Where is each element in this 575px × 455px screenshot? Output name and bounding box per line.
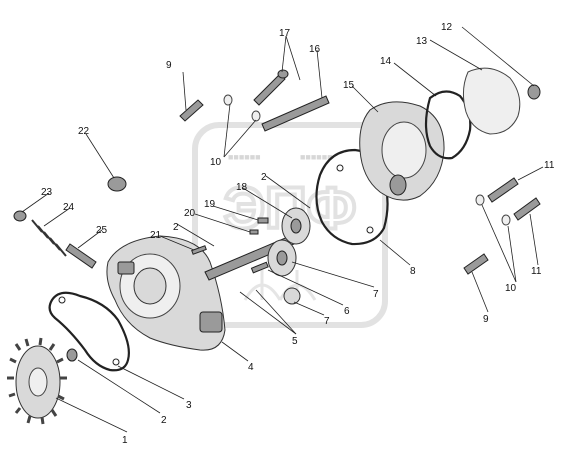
callout-5: 5 bbox=[292, 336, 298, 347]
part-10-washers-right bbox=[475, 194, 511, 226]
part-4-pump-housing bbox=[106, 235, 226, 351]
part-19-key bbox=[257, 217, 269, 224]
part-23-nut bbox=[13, 210, 27, 222]
callout-18: 18 bbox=[236, 182, 248, 193]
part-24-spring bbox=[31, 219, 67, 257]
callout-11-upper: 11 bbox=[544, 160, 555, 171]
part-15-pump-cover bbox=[359, 101, 445, 201]
watermark-caption-right: ■■■■■■ bbox=[300, 152, 333, 162]
callout-6: 6 bbox=[344, 306, 350, 317]
callout-22: 22 bbox=[78, 126, 90, 137]
part-14-gasket bbox=[424, 90, 472, 160]
part-7-gear-upper bbox=[267, 239, 297, 277]
part-6-pin bbox=[250, 261, 269, 274]
part-9-bolt-lower bbox=[463, 253, 489, 275]
callout-12: 12 bbox=[441, 22, 453, 33]
callout-24: 24 bbox=[63, 202, 75, 213]
part-8-gasket bbox=[315, 148, 389, 246]
callout-9-lower: 9 bbox=[483, 314, 489, 325]
callout-19: 19 bbox=[204, 199, 216, 210]
part-3-gasket bbox=[48, 291, 130, 372]
callout-10-upper: 10 bbox=[210, 157, 222, 168]
part-16-bolt bbox=[261, 95, 330, 132]
callout-9-upper: 9 bbox=[166, 60, 172, 71]
callout-3: 3 bbox=[186, 400, 192, 411]
callout-16: 16 bbox=[309, 44, 321, 55]
part-9-bolt-upper bbox=[179, 99, 204, 122]
part-18-drive-gear bbox=[281, 207, 311, 245]
callout-25: 25 bbox=[96, 225, 108, 236]
part-25-valve bbox=[65, 243, 97, 269]
leader-lines bbox=[21, 26, 544, 433]
callout-8: 8 bbox=[410, 266, 416, 277]
callout-21: 21 bbox=[150, 230, 162, 241]
part-21-stud bbox=[191, 245, 207, 255]
callout-20: 20 bbox=[184, 208, 196, 219]
part-2-washer-lower bbox=[66, 348, 78, 362]
callout-7-lower: 7 bbox=[324, 316, 330, 327]
callout-7-upper: 7 bbox=[373, 289, 379, 300]
part-11-bolt-lower bbox=[513, 197, 541, 221]
callout-23: 23 bbox=[41, 187, 53, 198]
callout-2-lower: 2 bbox=[161, 415, 167, 426]
part-13-cap bbox=[462, 67, 521, 135]
part-12-plug bbox=[527, 84, 541, 100]
part-22-plug bbox=[107, 176, 127, 192]
part-11-bolt-upper bbox=[487, 177, 519, 203]
callout-15: 15 bbox=[343, 80, 355, 91]
part-17-bolt bbox=[253, 69, 289, 106]
callout-4: 4 bbox=[248, 362, 254, 373]
watermark-caption-left: ■■■■■■ bbox=[228, 152, 261, 162]
callout-2-upper: 2 bbox=[261, 172, 267, 183]
callout-2-middle: 2 bbox=[173, 222, 179, 233]
part-7-gear-lower bbox=[283, 287, 301, 305]
callout-17: 17 bbox=[279, 28, 291, 39]
callout-1: 1 bbox=[122, 435, 128, 446]
callout-14: 14 bbox=[380, 56, 392, 67]
part-10-washers-upper bbox=[223, 94, 261, 122]
part-1-gear bbox=[7, 337, 67, 425]
callout-13: 13 bbox=[416, 36, 428, 47]
callout-11-lower: 11 bbox=[531, 266, 542, 277]
part-20-pin bbox=[249, 229, 259, 235]
callout-10-right: 10 bbox=[505, 283, 517, 294]
callout-labels: 1 2 2 2 3 4 5 6 7 7 8 9 9 10 10 11 11 12… bbox=[41, 22, 555, 446]
